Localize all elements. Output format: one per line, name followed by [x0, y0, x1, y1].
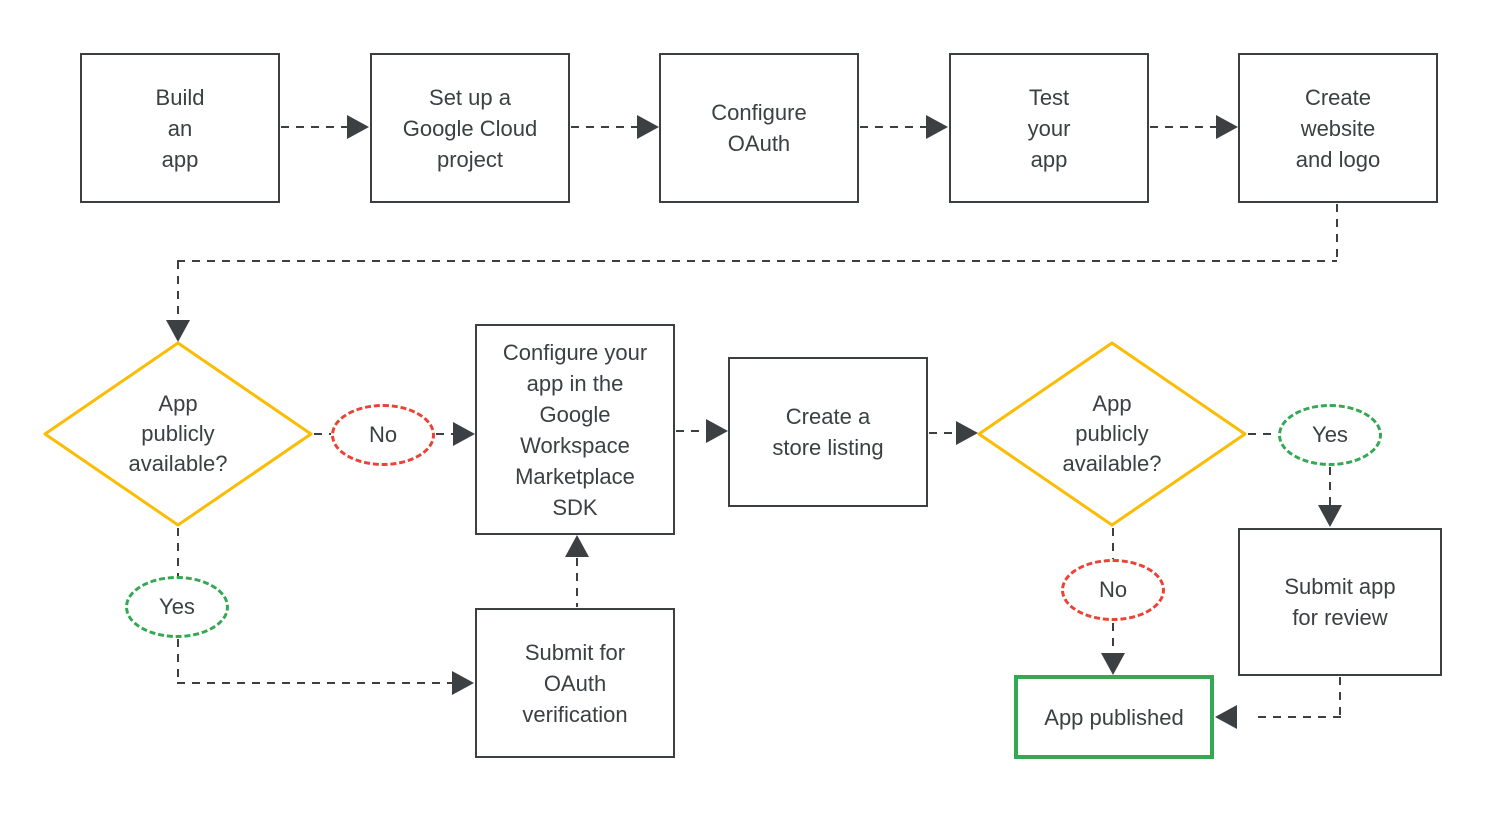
arrowhead-down-icon — [1318, 505, 1342, 527]
connector-build-to-setup — [281, 126, 347, 128]
decision-app-publicly-available-1: App publicly available? — [43, 341, 313, 527]
node-create-website-logo: Create website and logo — [1238, 53, 1438, 203]
connector-decision1-no — [314, 433, 332, 435]
arrowhead-right-icon — [1216, 115, 1238, 139]
connector-into-decision1 — [177, 261, 179, 320]
connector-store-to-decision2 — [929, 432, 956, 434]
connector-website-down — [1336, 204, 1338, 261]
no-text: No — [368, 422, 398, 447]
connector-decision1-yes — [177, 528, 179, 577]
arrowhead-down-icon — [1101, 653, 1125, 675]
node-submit-app-for-review: Submit app for review — [1238, 528, 1442, 676]
node-configure-marketplace-sdk: Configure your app in the Google Workspa… — [475, 324, 675, 535]
arrowhead-right-icon — [926, 115, 948, 139]
node-configure-oauth: Configure OAuth — [659, 53, 859, 203]
node-submit-oauth-verification: Submit for OAuth verification — [475, 608, 675, 758]
node-build-app: Build an app — [80, 53, 280, 203]
node-test-app: Test your app — [949, 53, 1149, 203]
connector-website-across — [177, 260, 1337, 262]
node-setup-gcp-project: Set up a Google Cloud project — [370, 53, 570, 203]
no-text: No — [1098, 577, 1128, 602]
arrowhead-right-icon — [637, 115, 659, 139]
node-app-published: App published — [1014, 675, 1214, 759]
connector-review-across — [1258, 716, 1341, 718]
arrowhead-left-icon — [1215, 705, 1237, 729]
connector-decision2-yes — [1248, 433, 1278, 435]
arrowhead-right-icon — [347, 115, 369, 139]
arrowhead-down-icon — [166, 320, 190, 342]
yes-text: Yes — [1312, 422, 1348, 447]
decision-label: App publicly available? — [128, 391, 228, 476]
label-no-2: No — [1061, 559, 1165, 621]
diamond-shape — [43, 341, 313, 527]
label-yes-2: Yes — [1278, 404, 1382, 466]
label-yes-1: Yes — [125, 576, 229, 638]
connector-yes1-across — [177, 682, 452, 684]
connector-decision2-no — [1112, 528, 1114, 560]
connector-yes2-down — [1329, 467, 1331, 505]
decision-label: App publicly available? — [1062, 391, 1162, 476]
connector-no1-to-sdk — [436, 433, 453, 435]
node-create-store-listing: Create a store listing — [728, 357, 928, 507]
label-no-1: No — [331, 404, 435, 466]
connector-oauth-to-test — [860, 126, 926, 128]
connector-oauth-to-sdk — [576, 558, 578, 607]
arrowhead-up-icon — [565, 535, 589, 557]
connector-no2-down — [1112, 623, 1114, 654]
arrowhead-right-icon — [706, 419, 728, 443]
connector-yes1-down — [177, 639, 179, 683]
diamond-shape — [977, 341, 1247, 527]
arrowhead-right-icon — [452, 671, 474, 695]
arrowhead-right-icon — [453, 422, 475, 446]
decision-app-publicly-available-2: App publicly available? — [977, 341, 1247, 527]
yes-text: Yes — [159, 594, 195, 619]
connector-setup-to-oauth — [571, 126, 637, 128]
arrowhead-right-icon — [956, 421, 978, 445]
connector-sdk-to-store — [676, 430, 706, 432]
connector-test-to-website — [1150, 126, 1216, 128]
connector-review-down — [1339, 677, 1341, 717]
